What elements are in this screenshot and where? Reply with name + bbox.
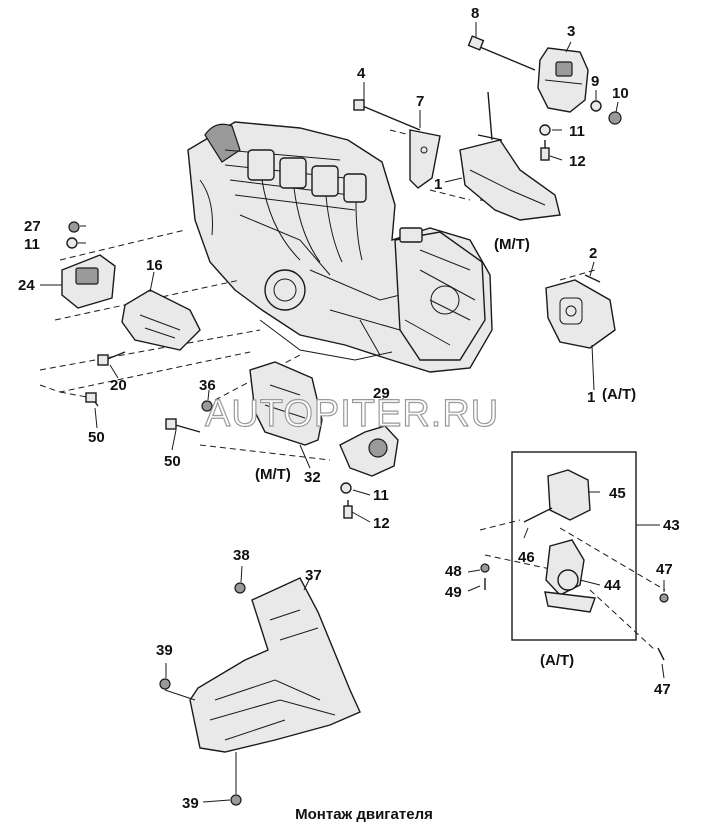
bolt-2 xyxy=(584,274,601,283)
bolt-36 xyxy=(201,400,213,412)
callout-39-bottom: 39 xyxy=(182,795,199,812)
callout-7: 7 xyxy=(416,93,425,110)
mount-32-group xyxy=(165,361,399,519)
bracket-1-mt xyxy=(459,139,561,221)
callout-44: 44 xyxy=(604,577,621,594)
callout-8: 8 xyxy=(471,5,480,22)
mount-3 xyxy=(537,47,589,113)
mount-44 xyxy=(557,569,579,591)
cover-37 xyxy=(189,577,361,753)
bracket-7 xyxy=(409,129,441,189)
callout-50-left: 50 xyxy=(88,429,105,446)
nut-10 xyxy=(608,111,622,125)
callout-50-mid: 50 xyxy=(164,453,181,470)
group-mt-top: (M/T) xyxy=(494,236,530,253)
bracket-1-at xyxy=(545,279,616,349)
cover-37-group xyxy=(159,577,361,806)
callout-32: 32 xyxy=(304,469,321,486)
callout-9: 9 xyxy=(591,73,600,90)
bolt-47-b xyxy=(657,647,665,661)
mount-24-group xyxy=(61,221,201,407)
bolt-46 xyxy=(523,507,553,523)
callout-11-bottom: 11 xyxy=(373,487,389,504)
callout-4: 4 xyxy=(357,65,366,82)
callout-1-at: 1 xyxy=(587,389,596,406)
bolt-38 xyxy=(234,582,246,594)
bolt-4 xyxy=(359,104,421,131)
nut-48 xyxy=(480,563,490,573)
group-mt-bottom: (M/T) xyxy=(255,466,291,483)
callout-12-bottom: 12 xyxy=(373,515,390,532)
group-at-box: (A/T) xyxy=(540,652,575,669)
callout-47-b: 47 xyxy=(654,681,671,698)
diagram-caption: Монтаж двигателя xyxy=(295,806,433,823)
bracket-45 xyxy=(547,469,591,521)
callout-27: 27 xyxy=(24,218,41,235)
at-box-group xyxy=(480,451,669,661)
callout-36: 36 xyxy=(199,377,216,394)
leader-lines xyxy=(40,22,665,803)
box-43 xyxy=(511,451,637,641)
callout-24: 24 xyxy=(18,277,35,294)
nut-27 xyxy=(68,221,80,233)
callout-11-top: 11 xyxy=(569,123,585,140)
callout-10: 10 xyxy=(612,85,629,102)
bolt-47-a xyxy=(659,593,669,603)
callout-29: 29 xyxy=(373,385,390,402)
callout-2: 2 xyxy=(589,245,598,262)
callout-46: 46 xyxy=(518,549,535,566)
watermark: AUTOPITER.RU xyxy=(204,392,500,435)
callout-37: 37 xyxy=(305,567,322,584)
callout-49: 49 xyxy=(445,584,462,601)
callout-20: 20 xyxy=(110,377,127,394)
washer-9 xyxy=(590,100,602,112)
washer-11-top xyxy=(539,124,551,136)
mount-3-group xyxy=(353,35,622,221)
washer-11-left xyxy=(66,237,78,249)
callout-39-left: 39 xyxy=(156,642,173,659)
bolt-39-left xyxy=(159,678,171,690)
callout-48: 48 xyxy=(445,563,462,580)
washer-11-bottom xyxy=(340,482,352,494)
callout-45: 45 xyxy=(609,485,626,502)
bracket-1-at-group xyxy=(545,274,616,349)
callout-16: 16 xyxy=(146,257,163,274)
callout-43: 43 xyxy=(663,517,680,534)
group-at-right: (A/T) xyxy=(602,386,637,403)
bracket-16 xyxy=(121,289,201,351)
bracket-32 xyxy=(249,361,323,446)
callout-12-top: 12 xyxy=(569,153,586,170)
bolt-8 xyxy=(474,44,536,71)
callout-3: 3 xyxy=(567,23,576,40)
callout-38: 38 xyxy=(233,547,250,564)
callout-11-left: 11 xyxy=(24,236,40,253)
callout-1-mt: 1 xyxy=(434,176,443,193)
engine-assembly xyxy=(187,121,493,373)
callout-47-a: 47 xyxy=(656,561,673,578)
bolt-39-bottom xyxy=(230,794,242,806)
